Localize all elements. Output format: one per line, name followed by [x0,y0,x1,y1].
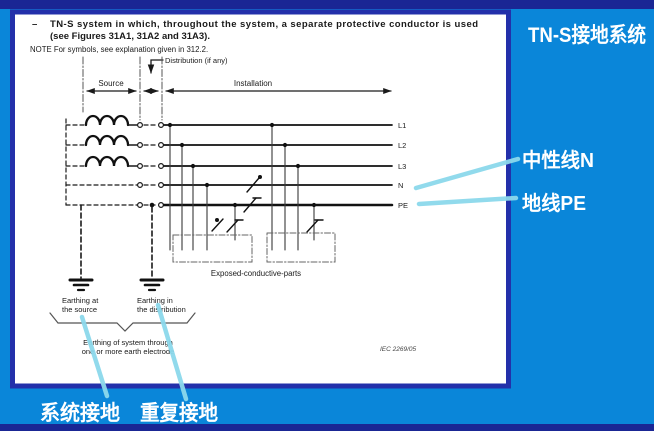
heading-line2: (see Figures 31A1, 31A2 and 31A3). [50,31,210,42]
callout-line-system-earthing [79,314,110,399]
distribution-arrow [147,59,164,74]
bus-label-l3: L3 [398,162,406,171]
link-symbols [211,175,324,233]
earthing-conductors [80,204,153,279]
bus-label-l1: L1 [398,121,406,130]
bus-labels: L1 L2 L3 N PE [398,121,408,210]
earthing-system-line2: one or more earth electrode [82,347,175,356]
annotation-pe: 地线PE [522,191,586,215]
earthing-source-line1: Earthing at [62,296,99,305]
earth-electrode-distribution [139,278,165,292]
winding-l3 [84,155,130,168]
annotation-system-earthing: 系统接地 [40,401,120,425]
annotation-neutral: 中性线N [522,148,594,172]
exposed-parts-boxes [172,232,336,263]
earthing-distribution-line1: Earthing in [137,296,173,305]
load-drop-lines [169,124,315,251]
annotation-title: TN-S接地系统 [528,23,646,47]
callout-line-neutral [413,156,521,191]
source-dashed-rail [65,118,138,206]
junction-dots [149,122,317,208]
exposed-parts-label: Exposed-conductive-parts [211,269,301,278]
note-text: NOTE For symbols, see explanation given … [30,45,208,54]
earth-electrode-source [68,278,94,292]
bottom-band [0,424,654,431]
bus-label-pe: PE [398,201,408,210]
transformer-windings [84,114,130,168]
callout-line-pe [416,195,519,207]
earthing-source-line2: the source [62,305,97,314]
earthing-system-caption: Earthing of system through one or more e… [82,338,175,356]
bus-lines [162,124,394,207]
zone-boundaries [82,56,163,121]
earthing-system-line1: Earthing of system through [83,338,173,347]
diagram-panel [10,9,511,389]
bus-label-n: N [398,181,403,190]
callout-lines [79,156,521,402]
bus-label-l2: L2 [398,141,406,150]
callout-line-repeat-earthing [155,302,189,402]
iec-diagram: – TN-S system in which, throughout the s… [30,19,478,356]
winding-l2 [84,134,130,147]
heading-line1: TN-S system in which, throughout the sys… [50,19,478,30]
heading-dash: – [32,19,37,30]
top-band [0,0,654,9]
figure-reference: IEC 2269/05 [380,346,417,353]
earthing-brace [49,312,196,332]
source-label: Source [98,79,124,88]
winding-l1 [84,114,130,127]
annotation-repeat-earthing: 重复接地 [140,401,218,425]
installation-label: Installation [234,79,272,88]
distribution-label: Distribution (if any) [165,56,228,65]
